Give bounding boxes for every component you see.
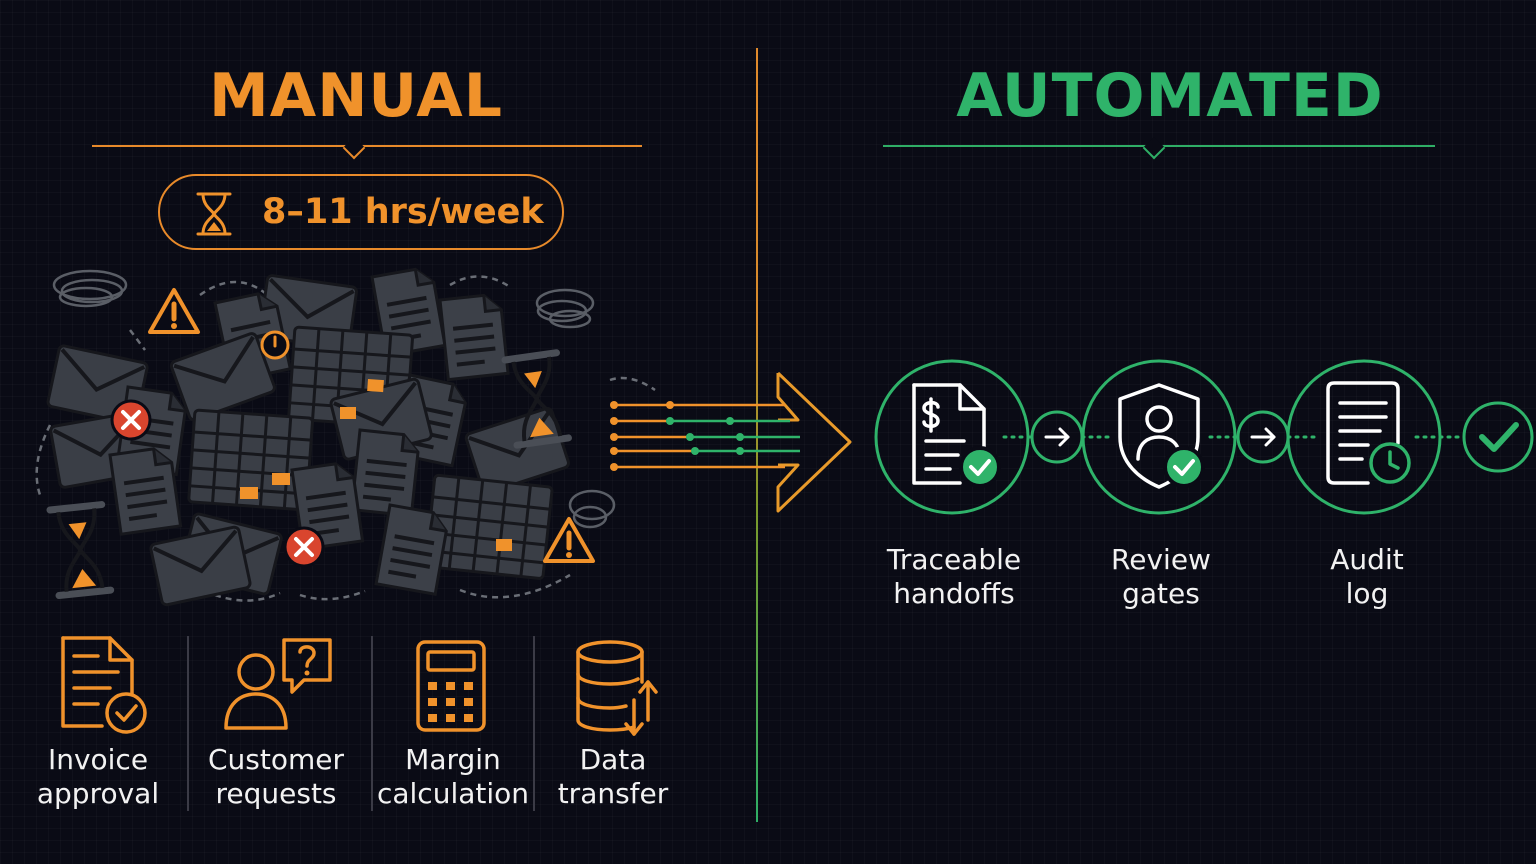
automated-heading: AUTOMATED xyxy=(956,61,1384,131)
manual-heading: MANUAL xyxy=(209,61,503,131)
manual-heading-rule xyxy=(92,145,642,147)
database-transfer-icon xyxy=(576,640,658,736)
time-badge-label: 8–11 hrs/week xyxy=(262,192,544,232)
manual-chaos-pile xyxy=(35,264,656,608)
final-check-node xyxy=(1462,401,1534,473)
manual-rule-notch xyxy=(342,136,366,160)
time-badge xyxy=(158,174,564,250)
task-separator xyxy=(371,636,373,811)
hourglass-icon xyxy=(196,192,232,236)
customer-question-icon xyxy=(224,638,332,730)
automated-rule-notch xyxy=(1142,136,1166,160)
calculator-icon xyxy=(416,640,486,732)
center-divider xyxy=(756,48,758,822)
task-separator xyxy=(187,636,189,811)
invoice-check-icon xyxy=(61,636,147,734)
automated-pipeline xyxy=(874,359,1534,515)
transition-arrow xyxy=(610,371,852,513)
task-separator xyxy=(533,636,535,811)
